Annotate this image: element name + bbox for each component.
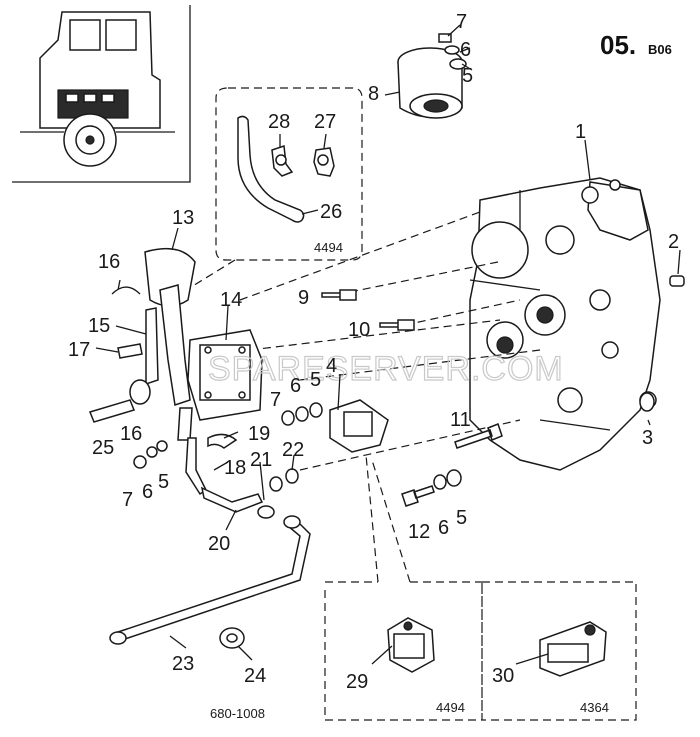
callout-28: 28 bbox=[268, 111, 290, 133]
callout-19: 19 bbox=[248, 423, 270, 445]
watermark: SPARESERVER.COM bbox=[208, 350, 564, 388]
callout-27: 27 bbox=[314, 111, 336, 133]
section-number: 05. bbox=[600, 30, 636, 60]
callout-21: 21 bbox=[250, 449, 272, 471]
pump-assembly bbox=[88, 247, 263, 496]
leader-lines bbox=[95, 24, 681, 665]
detail-part-29 bbox=[387, 617, 435, 673]
section-suffix: B06 bbox=[648, 42, 672, 57]
callout-7-connector: 7 bbox=[270, 389, 281, 411]
callout-4: 4 bbox=[326, 355, 337, 377]
gear-case bbox=[469, 177, 661, 471]
callout-6-filter: 6 bbox=[460, 39, 471, 61]
callout-1: 1 bbox=[575, 121, 586, 143]
callout-18: 18 bbox=[224, 457, 246, 479]
callout-13: 13 bbox=[172, 207, 194, 229]
detail-29-code: 4494 bbox=[436, 700, 465, 715]
callout-3: 3 bbox=[642, 427, 653, 449]
callout-16-top: 16 bbox=[98, 251, 120, 273]
callout-9: 9 bbox=[298, 287, 309, 309]
callout-7-left: 7 bbox=[122, 489, 133, 511]
callout-11: 11 bbox=[450, 409, 471, 431]
bolt-11 bbox=[454, 423, 503, 449]
callout-2: 2 bbox=[668, 231, 679, 253]
detail-part-30 bbox=[539, 621, 607, 677]
callout-17: 17 bbox=[68, 339, 90, 361]
callout-10: 10 bbox=[348, 319, 370, 341]
callout-24: 24 bbox=[244, 665, 266, 687]
callout-30: 30 bbox=[492, 665, 514, 687]
callout-29: 29 bbox=[346, 671, 368, 693]
callout-5-left: 5 bbox=[158, 471, 169, 493]
callout-12: 12 bbox=[408, 521, 430, 543]
ring-part bbox=[639, 392, 655, 412]
callout-6-left: 6 bbox=[142, 481, 153, 503]
vehicle-location-inset bbox=[12, 5, 191, 183]
callout-26: 26 bbox=[320, 201, 342, 223]
callout-6-connector: 6 bbox=[290, 375, 301, 397]
callout-5-filter: 5 bbox=[462, 65, 473, 87]
callout-20: 20 bbox=[208, 533, 230, 555]
callout-23: 23 bbox=[172, 653, 194, 675]
callout-16-bottom: 16 bbox=[120, 423, 142, 445]
pipe-assembly bbox=[109, 486, 311, 649]
callout-15: 15 bbox=[88, 315, 110, 337]
callout-5-bolt: 5 bbox=[456, 507, 467, 529]
callout-5-connector: 5 bbox=[310, 369, 321, 391]
connector-assembly bbox=[269, 399, 389, 492]
pin-part bbox=[669, 275, 685, 287]
detail-30-code: 4364 bbox=[580, 700, 609, 715]
callout-25: 25 bbox=[92, 437, 114, 459]
callout-labels: 1 2 3 4 5 5 5 5 6 6 6 6 7 7 7 8 9 10 11 … bbox=[68, 11, 679, 693]
bolt-12 bbox=[401, 485, 435, 507]
callout-14: 14 bbox=[220, 289, 242, 311]
callout-7-filter: 7 bbox=[456, 11, 467, 33]
detail-top-code: 4494 bbox=[314, 240, 343, 255]
hose-detail-box bbox=[169, 87, 363, 301]
drawing-reference: 680-1008 bbox=[210, 706, 265, 721]
callout-22: 22 bbox=[282, 439, 304, 461]
bolt-10 bbox=[379, 319, 415, 331]
detail-box-29 bbox=[324, 581, 637, 721]
bolt-9 bbox=[321, 289, 357, 301]
filter-assembly bbox=[397, 33, 467, 119]
callout-8: 8 bbox=[368, 83, 379, 105]
callout-6-bolt: 6 bbox=[438, 517, 449, 539]
